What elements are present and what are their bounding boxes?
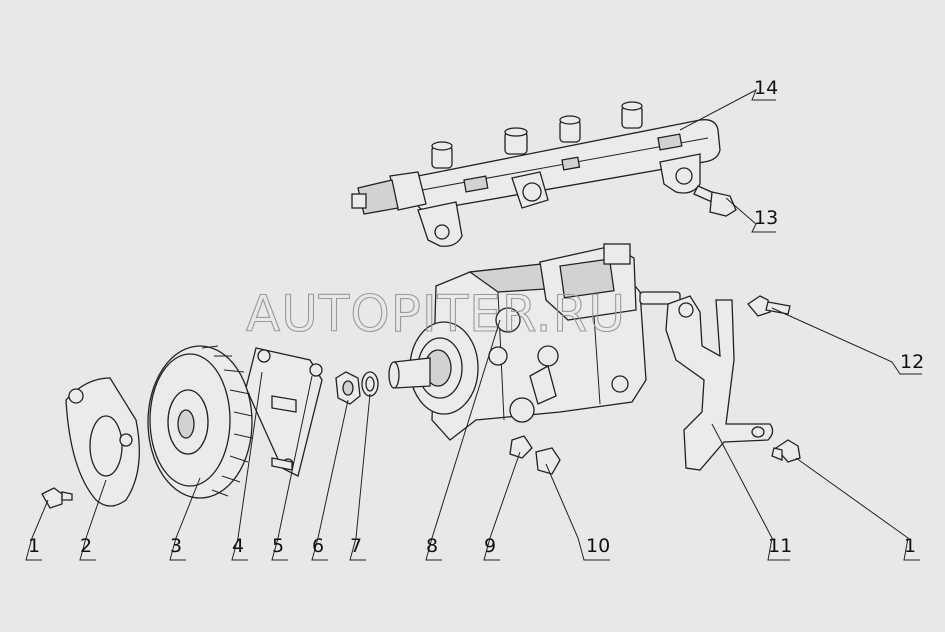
leader-lines	[25, 88, 922, 561]
watermark-text: AUTOPITER.RU	[246, 285, 626, 343]
injection-pump	[388, 243, 681, 441]
callout-4: 4	[232, 535, 244, 557]
pump-bracket	[665, 295, 774, 471]
nut	[509, 435, 533, 459]
callout-3: 3	[170, 535, 182, 557]
callout-11: 11	[768, 535, 792, 557]
callout-10: 10	[586, 535, 610, 557]
bracket-bolt-top	[747, 295, 791, 317]
callout-6: 6	[312, 535, 324, 557]
bracket-bolt-bottom	[771, 439, 801, 463]
fuel-rail	[351, 101, 721, 247]
drain-bolt	[535, 447, 561, 475]
callout-labels: 1 2 3 4 5 6 7 8 9 10 11 1 12 13 14	[28, 77, 924, 557]
callout-14: 14	[754, 77, 778, 99]
callout-5: 5	[272, 535, 284, 557]
callout-13: 13	[754, 207, 778, 229]
rail-bolt	[693, 185, 737, 217]
callout-8: 8	[426, 535, 438, 557]
callout-1-left: 1	[28, 535, 40, 557]
callout-7: 7	[350, 535, 362, 557]
rail-pressure-sensor	[351, 171, 427, 215]
cover-bolt	[41, 487, 73, 509]
gasket-plate	[245, 347, 323, 477]
callout-2: 2	[80, 535, 92, 557]
callout-12: 12	[900, 351, 924, 373]
callout-9: 9	[484, 535, 496, 557]
callout-1-right: 1	[904, 535, 916, 557]
cover-plate	[65, 377, 140, 507]
drive-gear	[147, 345, 253, 499]
